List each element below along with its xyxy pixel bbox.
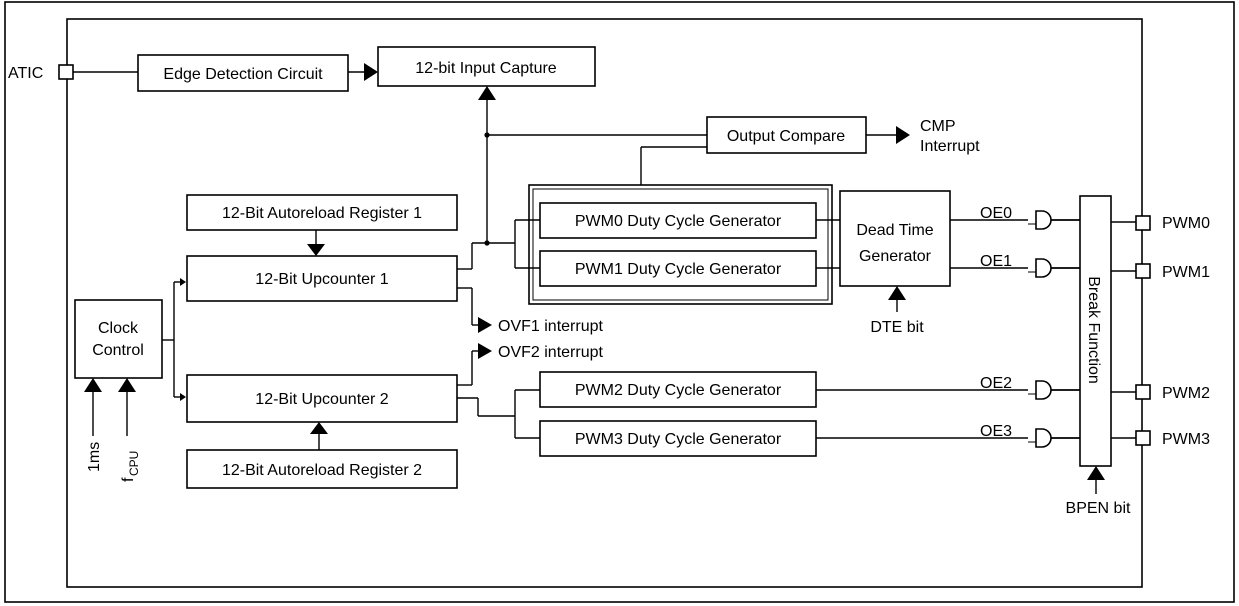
- and-gate-oe2: [1035, 380, 1052, 400]
- dead-time-label-line2: Generator: [859, 248, 932, 265]
- oe-gates: [1028, 210, 1080, 448]
- pwm0-generator-label: PWM0 Duty Cycle Generator: [575, 213, 782, 230]
- arrow-to-cmp: [896, 126, 910, 144]
- cmp-label-line1: CMP: [920, 118, 956, 135]
- upcounter-1-label: 12-Bit Upcounter 1: [255, 271, 389, 288]
- pwm1-generator: PWM1 Duty Cycle Generator: [539, 250, 817, 287]
- output-compare-block: Output Compare: [706, 116, 867, 154]
- output-compare-label: Output Compare: [727, 128, 845, 145]
- upcounter-1: 12-Bit Upcounter 1: [186, 255, 458, 302]
- arrow-to-counter2: [180, 393, 186, 401]
- upcounter-2-label: 12-Bit Upcounter 2: [255, 391, 389, 408]
- pwm2-generator-label: PWM2 Duty Cycle Generator: [575, 382, 782, 399]
- wires: [73, 71, 1136, 494]
- input-capture-block: 12-bit Input Capture: [377, 46, 596, 87]
- arrow-dte: [888, 286, 906, 300]
- fcpu-main-label: f: [120, 477, 137, 482]
- autoreload-register-1: 12-Bit Autoreload Register 1: [186, 194, 458, 231]
- pin-pwm2: PWM2: [1135, 384, 1210, 402]
- arrow-up-to-input-capture: [478, 86, 496, 100]
- arrow-autoreload2: [310, 422, 328, 434]
- pin-pwm0-label: PWM0: [1162, 215, 1210, 232]
- autoreload-2-label: 12-Bit Autoreload Register 2: [222, 462, 422, 479]
- oe3-label: OE3: [980, 423, 1012, 440]
- edge-detection-block: Edge Detection Circuit: [137, 54, 349, 92]
- bpen-bit-label: BPEN bit: [1066, 500, 1131, 517]
- arrow-to-counter1: [180, 278, 186, 286]
- cmp-interrupt-label: CMP Interrupt: [920, 118, 980, 155]
- arrowheads: [84, 63, 1105, 480]
- arrow-bpen: [1087, 466, 1105, 480]
- pwm2-generator: PWM2 Duty Cycle Generator: [539, 371, 817, 408]
- ovf1-interrupt-label: OVF1 interrupt: [498, 318, 603, 335]
- autoreload-register-2: 12-Bit Autoreload Register 2: [186, 449, 458, 489]
- pin-pwm3: PWM3: [1135, 430, 1210, 448]
- dead-time-generator: Dead Time Generator: [839, 190, 951, 287]
- arrow-autoreload1: [307, 244, 325, 256]
- pin-atic: ATIC: [8, 64, 74, 82]
- arrow-ovf1: [478, 317, 492, 333]
- junction-dot: [484, 132, 490, 138]
- break-function-block: Break Function: [1079, 195, 1112, 467]
- ovf2-interrupt-label: OVF2 interrupt: [498, 344, 603, 361]
- and-gate-oe0: [1035, 210, 1052, 230]
- oe0-label: OE0: [980, 205, 1012, 222]
- pin-pwm2-label: PWM2: [1162, 385, 1210, 402]
- edge-detection-label: Edge Detection Circuit: [163, 66, 323, 83]
- break-function-label: Break Function: [1085, 276, 1102, 384]
- clock-1ms-label: 1ms: [86, 442, 103, 472]
- pin-pwm3-label: PWM3: [1162, 431, 1210, 448]
- pwm3-generator-label: PWM3 Duty Cycle Generator: [575, 431, 782, 448]
- pin-pwm1: PWM1: [1135, 263, 1210, 281]
- arrow-fcpu: [118, 378, 136, 392]
- pwm1-generator-label: PWM1 Duty Cycle Generator: [575, 261, 782, 278]
- autoreload-1-label: 12-Bit Autoreload Register 1: [222, 205, 422, 222]
- clock-control-label-line1: Clock: [98, 320, 139, 337]
- pin-pwm1-label: PWM1: [1162, 264, 1210, 281]
- input-capture-label: 12-bit Input Capture: [415, 60, 557, 77]
- cmp-label-line2: Interrupt: [920, 138, 980, 155]
- pin-pwm0: PWM0: [1135, 215, 1210, 232]
- fcpu-subscript-label: CPU: [127, 451, 141, 476]
- oe2-label: OE2: [980, 375, 1012, 392]
- and-gate-oe1: [1035, 258, 1052, 278]
- dte-bit-label: DTE bit: [870, 319, 924, 336]
- dead-time-label-line1: Dead Time: [856, 222, 933, 239]
- and-gate-oe3: [1035, 428, 1052, 448]
- clock-fcpu-label: f CPU: [120, 451, 141, 482]
- pwm01-group: [528, 184, 833, 305]
- clock-control-label-line2: Control: [92, 342, 144, 359]
- outer-frame: [4, 1, 1235, 603]
- clock-control-block: Clock Control: [74, 299, 163, 379]
- arrow-1ms: [84, 378, 102, 392]
- pin-atic-label: ATIC: [8, 65, 43, 82]
- arrow-ovf2: [478, 343, 492, 359]
- oe1-label: OE1: [980, 253, 1012, 270]
- pwm0-generator: PWM0 Duty Cycle Generator: [539, 202, 817, 239]
- junction-dot: [484, 240, 490, 246]
- peripheral-boundary: [66, 18, 1143, 588]
- upcounter-2: 12-Bit Upcounter 2: [186, 374, 458, 423]
- arrow-to-input-capture: [364, 63, 378, 81]
- pwm3-generator: PWM3 Duty Cycle Generator: [539, 420, 817, 457]
